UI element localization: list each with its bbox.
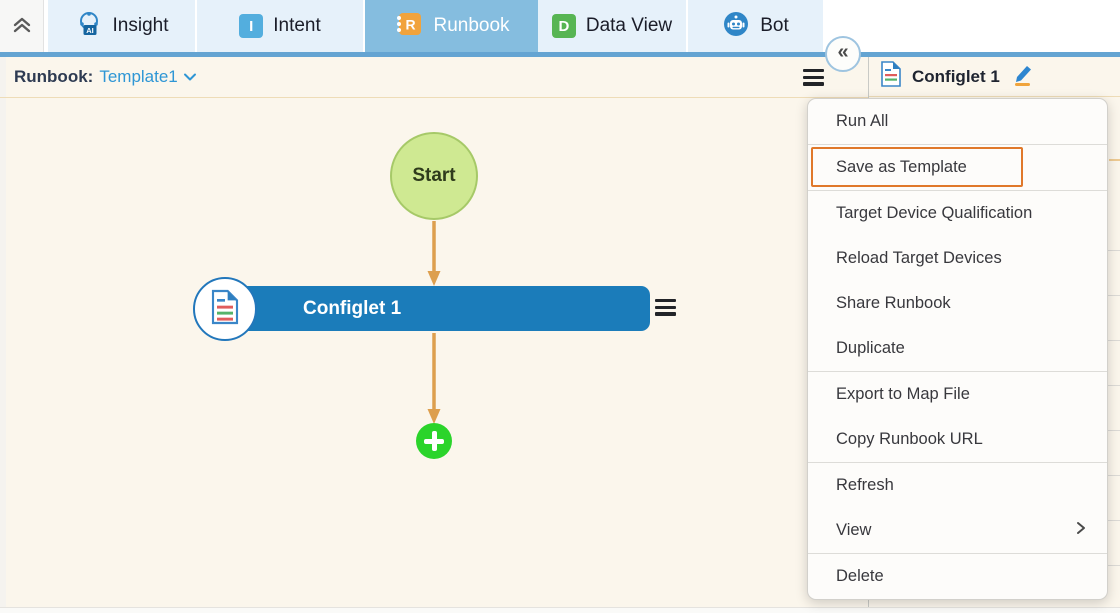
double-chevron-left-icon: «	[837, 41, 849, 63]
ai-insight-icon: AI	[75, 10, 103, 43]
menu-item-delete[interactable]: Delete	[836, 567, 884, 585]
submenu-chevron-icon	[1075, 520, 1087, 541]
menu-divider	[808, 190, 1107, 191]
svg-text:R: R	[406, 16, 416, 32]
runbook-header: Runbook: Template1	[0, 57, 868, 98]
tab-intent-label: Intent	[273, 15, 321, 36]
left-edge	[0, 57, 6, 607]
tab-insight-label: Insight	[112, 15, 169, 36]
configlet-node[interactable]: Configlet 1	[218, 286, 650, 331]
configlet-node-menu-button[interactable]	[651, 295, 680, 320]
tab-bar: AI Insight I Intent R Runbook D Data Vie…	[0, 0, 1120, 52]
menu-item-view[interactable]: View	[808, 508, 1107, 553]
svg-text:AI: AI	[86, 25, 94, 34]
configlet-document-icon	[209, 288, 241, 331]
tab-data-view-label: Data View	[585, 15, 673, 36]
document-icon	[879, 60, 903, 93]
menu-divider	[808, 371, 1107, 372]
runbook-header-label: Runbook:	[14, 67, 94, 86]
start-node-label: Start	[412, 165, 456, 186]
menu-item-share-runbook[interactable]: Share Runbook	[836, 294, 951, 312]
template-selector[interactable]: Template1	[99, 67, 196, 87]
menu-item-duplicate[interactable]: Duplicate	[836, 339, 905, 357]
tab-insight[interactable]: AI Insight	[48, 0, 197, 52]
configlet-panel-title: Configlet 1	[912, 66, 1000, 86]
menu-item-reload-target-devices[interactable]: Reload Target Devices	[836, 249, 1002, 267]
menu-item-export-to-map-file[interactable]: Export to Map File	[836, 385, 970, 403]
runbook-canvas: Runbook: Template1 Start Configlet 1	[0, 57, 868, 607]
double-chevron-up-icon	[11, 16, 33, 37]
runbook-icon: R	[393, 10, 423, 43]
pencil-icon	[1009, 63, 1035, 90]
configlet-panel-header: Configlet 1	[869, 57, 1120, 97]
menu-item-run-all[interactable]: Run All	[836, 112, 889, 130]
chevron-down-icon	[183, 67, 197, 87]
menu-item-save-as-template[interactable]: Save as Template	[808, 145, 1107, 190]
bottom-edge	[0, 607, 1120, 613]
menu-divider	[808, 144, 1107, 145]
bot-icon	[722, 10, 750, 43]
edit-configlet-name-button[interactable]	[1009, 63, 1035, 90]
start-node[interactable]: Start	[390, 132, 478, 220]
tab-runbook[interactable]: R Runbook	[365, 0, 538, 52]
flow-arrow-start-to-configlet	[425, 221, 443, 292]
collapse-panel-button[interactable]: «	[825, 36, 861, 72]
tab-bot-label: Bot	[760, 15, 789, 36]
add-node-button[interactable]	[416, 423, 452, 459]
menu-item-copy-runbook-url[interactable]: Copy Runbook URL	[836, 430, 983, 448]
menu-divider	[808, 462, 1107, 463]
collapse-tabs-button[interactable]	[0, 0, 44, 52]
tab-bot[interactable]: Bot	[688, 0, 825, 52]
configlet-node-icon-circle	[193, 277, 257, 341]
flow-arrow-configlet-to-add	[425, 333, 443, 430]
runbook-context-menu: Run All Save as Template Target Device Q…	[807, 98, 1108, 600]
menu-item-target-device-qualification[interactable]: Target Device Qualification	[836, 204, 1033, 222]
data-view-icon: D	[551, 14, 576, 38]
tab-runbook-label: Runbook	[433, 15, 510, 36]
menu-divider	[808, 553, 1107, 554]
menu-item-refresh[interactable]: Refresh	[836, 476, 894, 494]
intent-icon: I	[239, 14, 264, 38]
tab-data-view[interactable]: D Data View	[538, 0, 688, 52]
tab-intent[interactable]: I Intent	[197, 0, 365, 52]
panel-row-accent	[1109, 159, 1120, 161]
configlet-node-label: Configlet 1	[303, 297, 402, 319]
tabbar-underline	[0, 52, 1120, 57]
runbook-menu-button[interactable]	[799, 65, 828, 90]
